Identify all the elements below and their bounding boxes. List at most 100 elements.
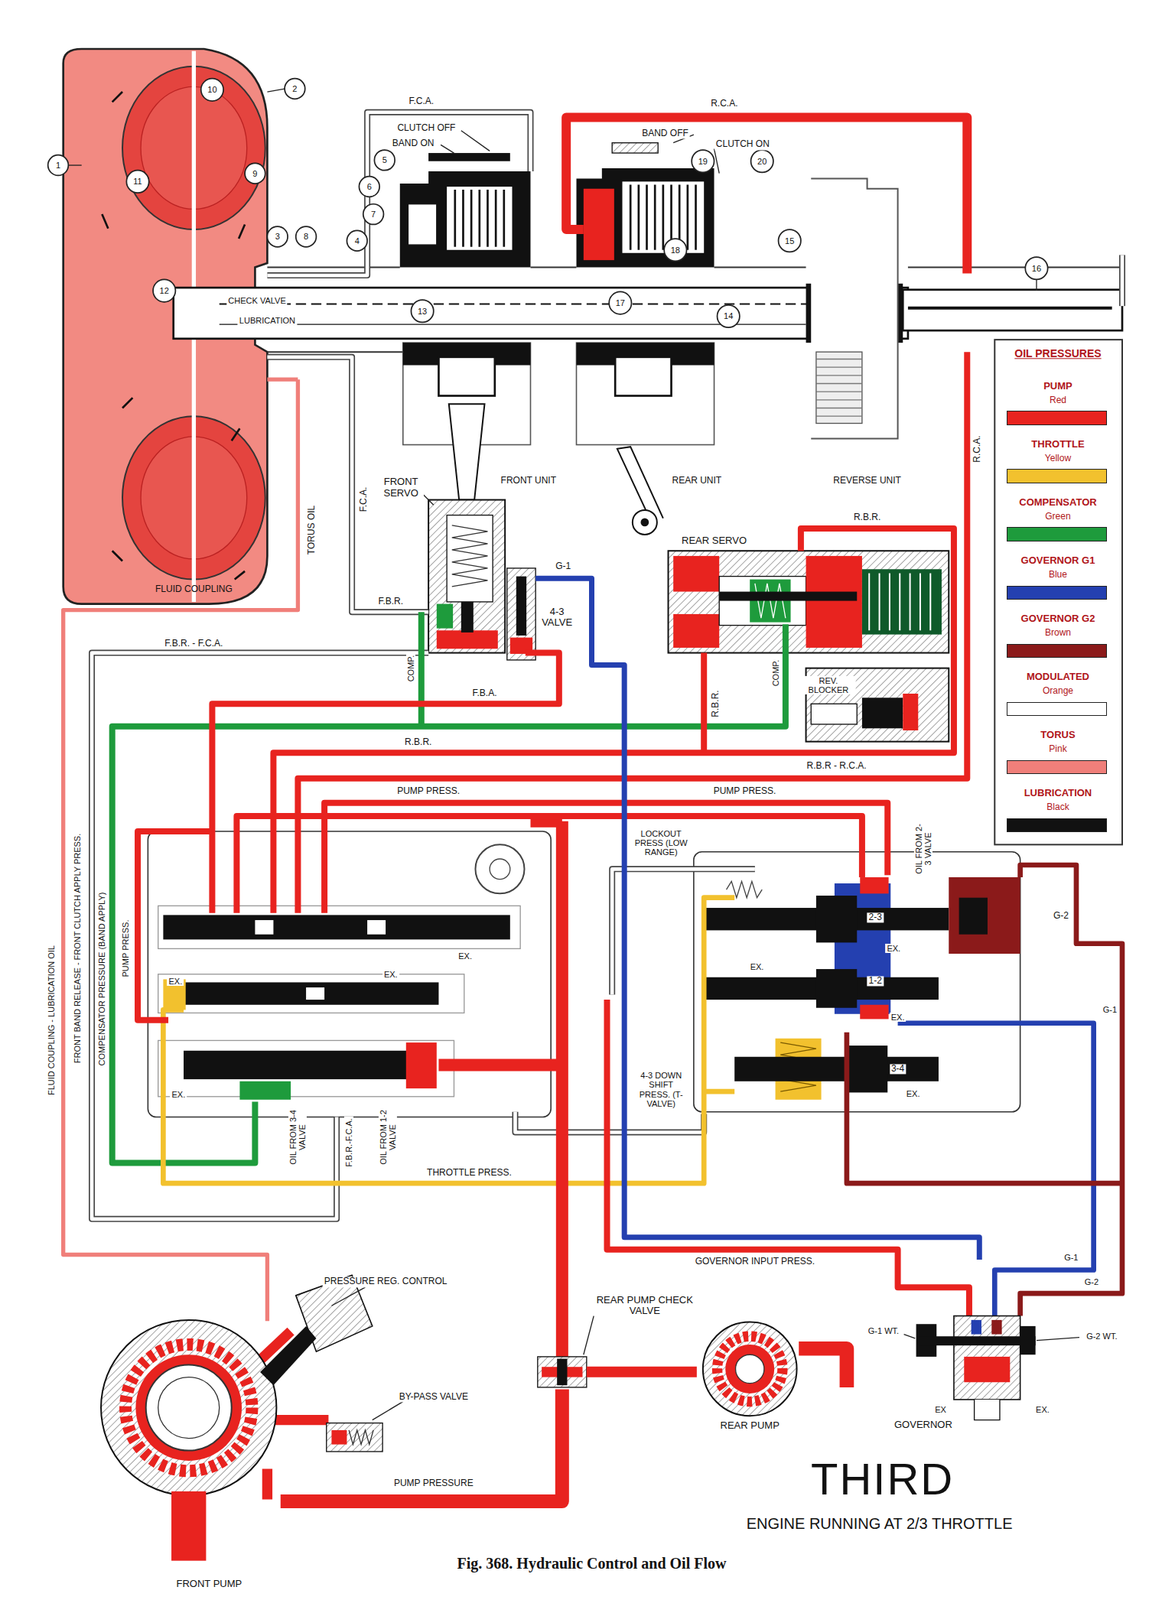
- transmission: [173, 287, 909, 339]
- part-label: EX.: [382, 969, 400, 980]
- servo-label: FRONT SERVO: [428, 499, 505, 653]
- part-label: EX: [933, 1405, 948, 1415]
- pumps-and-governor: [917, 1336, 1036, 1346]
- callout-circle: [126, 170, 149, 193]
- callout-number: 20: [755, 156, 769, 166]
- part-label: COMP.: [406, 653, 416, 684]
- pumps-and-governor: [735, 1354, 765, 1384]
- transmission: [583, 188, 615, 261]
- transmission: [816, 351, 863, 424]
- check-valve: REAR PUMP CHECK VALVE: [537, 1354, 587, 1390]
- node-label: FRONT SERVO: [377, 476, 424, 499]
- servos: [516, 576, 527, 636]
- servos: [806, 556, 863, 648]
- legend-swatch: [1006, 410, 1107, 426]
- leader-line: [904, 1334, 916, 1339]
- part-label: R.B.R.: [403, 737, 433, 748]
- node-label: 4-3 VALVE: [537, 606, 576, 629]
- part-label: G-2: [1083, 1277, 1101, 1287]
- transmission: [407, 204, 437, 245]
- oil-lines: [607, 999, 970, 1316]
- callout-number: 7: [369, 209, 378, 219]
- part-label: CHECK VALVE: [226, 296, 287, 306]
- oil-lines: [566, 117, 967, 274]
- node-label: REAR PUMP CHECK VALVE: [594, 1295, 695, 1318]
- servos: [507, 568, 536, 661]
- callout-circle: [778, 229, 801, 252]
- callout-number: 12: [158, 286, 171, 296]
- part-label: OIL FROM 1-2 VALVE: [378, 1105, 398, 1170]
- valve-bodies: [305, 987, 325, 1000]
- oil-line: [586, 1367, 697, 1378]
- pumps-and-governor: [953, 1316, 1021, 1400]
- valve-bodies: [158, 1040, 455, 1097]
- servo-label: REAR SERVO: [668, 550, 950, 653]
- part-label: FLUID COUPLING - LUBRICATION OIL: [46, 943, 56, 1097]
- part-label: EX.: [748, 962, 766, 972]
- leader-line: [68, 164, 82, 166]
- callout-circle: [363, 204, 385, 225]
- callout-circle: [664, 238, 687, 261]
- transmission: [622, 181, 705, 253]
- part-label: G-1 WT.: [866, 1326, 901, 1336]
- part-label: 4-3 DOWN SHIFT PRESS. (T-VALVE): [633, 1070, 690, 1108]
- callout-circle: [152, 279, 176, 302]
- oil-lines: [162, 898, 735, 1184]
- callout-circle: [1025, 257, 1048, 280]
- callout-circle: [201, 78, 224, 101]
- callout-number: 11: [131, 176, 144, 186]
- part-label: LUBRICATION: [237, 315, 297, 326]
- legend-label: GOVERNOR G1: [1021, 554, 1096, 567]
- callout-number: 1: [54, 160, 62, 170]
- callout-number: 18: [669, 245, 682, 255]
- transmission: [632, 510, 658, 535]
- callout-number: 9: [250, 169, 259, 179]
- servos: [902, 693, 918, 731]
- transmission: [810, 178, 898, 439]
- valve-bodies: [734, 1057, 939, 1082]
- legend-swatch: [1006, 760, 1107, 775]
- leader-line: [583, 1316, 594, 1356]
- transmission: [438, 357, 495, 397]
- valve-bodies: [162, 914, 510, 940]
- callout-number: 5: [380, 155, 389, 165]
- part-label: PRESSURE REG. CONTROL: [322, 1277, 450, 1288]
- pumps-and-governor: [974, 1399, 1000, 1421]
- oil-lines: [273, 528, 954, 914]
- callout-circle: [751, 149, 774, 173]
- valve-bodies: [948, 877, 1020, 954]
- part-label: 3-4: [889, 1064, 906, 1075]
- callout-circle: [48, 78, 1049, 328]
- legend-label: THROTTLE: [1031, 438, 1084, 450]
- leader-line: [1036, 1337, 1080, 1342]
- callout-number: 3: [273, 231, 282, 241]
- transmission: [428, 152, 511, 162]
- callout-number: 2: [290, 84, 299, 94]
- part-label: PUMP PRESS.: [120, 918, 131, 980]
- oil-lines: [297, 351, 967, 914]
- transmission: [641, 518, 650, 528]
- servos: [862, 569, 942, 635]
- valve-bodies: [489, 859, 511, 880]
- valve-bodies: [183, 1051, 408, 1080]
- servos: [446, 515, 493, 603]
- servos: [436, 630, 498, 649]
- transmission: [615, 357, 671, 397]
- legend-label: TORUS: [1040, 729, 1075, 741]
- part-label: PUMP PRESS.: [395, 786, 462, 797]
- pumps-and-governor: [171, 1491, 206, 1562]
- pumps-and-governor: [717, 1336, 783, 1402]
- valve-bodies: [959, 898, 988, 935]
- leader-line: [461, 130, 490, 152]
- oil-lines: [63, 112, 1123, 1501]
- servos: [869, 573, 931, 632]
- callout-number: 8: [302, 231, 310, 241]
- leader-line: [266, 88, 285, 92]
- callout-circle: [296, 226, 317, 248]
- oil-lines: [63, 379, 299, 1322]
- pumps-and-governor: [1020, 1326, 1036, 1355]
- servos: [461, 602, 474, 633]
- servos: [673, 556, 720, 593]
